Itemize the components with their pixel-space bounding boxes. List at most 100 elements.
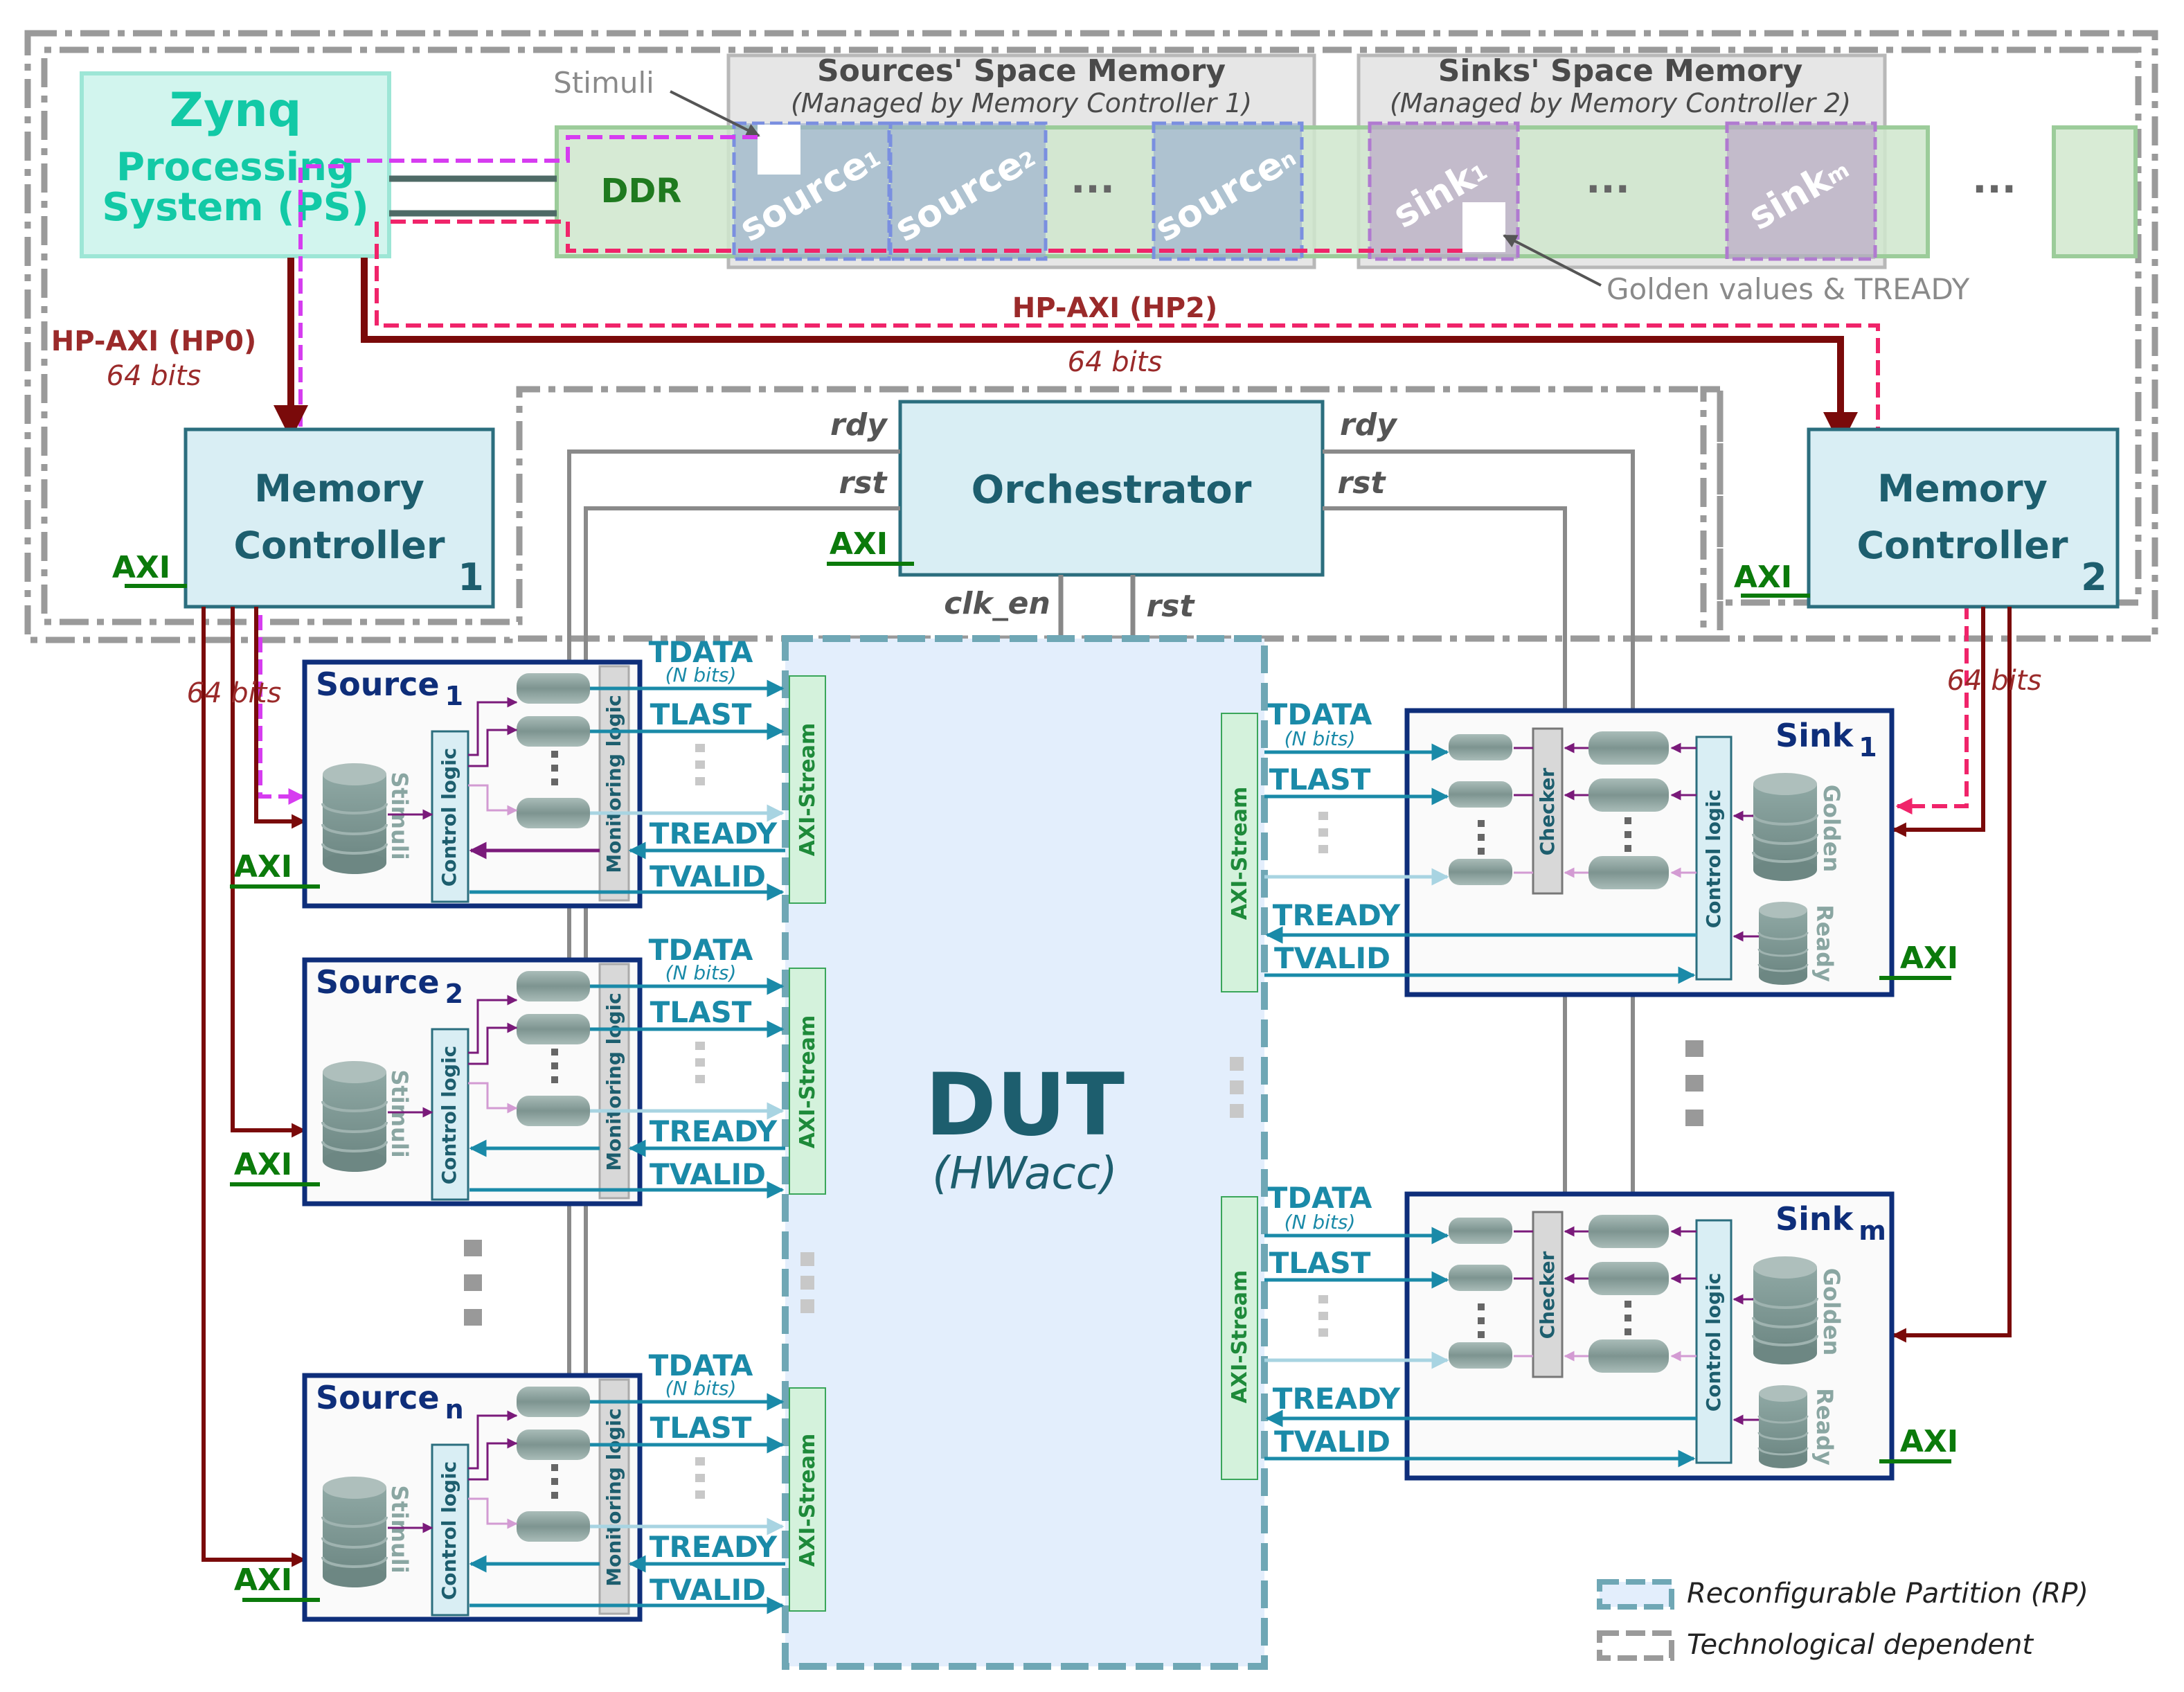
sinks-memory-subtitle: (Managed by Memory Controller 2) xyxy=(1390,88,1851,118)
mc2-line2: Controller xyxy=(1857,524,2068,567)
svg-text:(N bits): (N bits) xyxy=(665,1377,737,1400)
fifo xyxy=(517,798,590,828)
ellipsis-sinks: ... xyxy=(1586,157,1630,202)
control-logic-label: Control logic xyxy=(438,1461,460,1601)
svg-text:TVALID: TVALID xyxy=(1274,1425,1390,1459)
zynq-title: Zynq xyxy=(170,83,302,138)
monitoring-logic-label: Monitoring logic xyxy=(602,1408,625,1586)
stimuli-storage-icon xyxy=(321,1477,388,1587)
stimuli-label: Stimuli xyxy=(386,1069,413,1157)
monitoring-logic xyxy=(598,1378,630,1615)
golden-fifo xyxy=(1588,778,1669,812)
source-2-stream-signals: TDATA (N bits) TLAST TREADY TVALID AXI-S… xyxy=(469,933,826,1199)
fifo xyxy=(517,1096,590,1126)
stimuli-callout: Stimuli xyxy=(553,66,654,100)
golden-fifo xyxy=(1588,856,1669,889)
fifo xyxy=(517,1387,590,1417)
axi-label: AXI xyxy=(234,1147,292,1182)
fifo-ellipsis xyxy=(551,1049,558,1083)
golden-pointer-square xyxy=(1462,202,1505,252)
svg-text:(N bits): (N bits) xyxy=(1285,1211,1356,1234)
svg-text:TLAST: TLAST xyxy=(650,697,752,731)
axi-label: AXI xyxy=(1900,941,1958,976)
control-logic-label: Control logic xyxy=(438,748,460,887)
mc1-line1: Memory xyxy=(254,467,424,510)
orchestrator-title: Orchestrator xyxy=(972,467,1252,513)
svg-text:(N bits): (N bits) xyxy=(665,664,737,686)
source-1-stream-signals: TDATA (N bits) TLAST TREADY TVALID AXI-S… xyxy=(469,635,826,904)
sink-m-stream-signals: AXI-Stream TDATA (N bits) TLAST TREADY T… xyxy=(1221,1181,1697,1480)
svg-text:TREADY: TREADY xyxy=(650,1114,778,1148)
golden-label: Golden xyxy=(1818,1268,1845,1356)
ready-label: Ready xyxy=(1811,905,1838,982)
sink-1-stream-signals: AXI-Stream TDATA (N bits) TLAST TREADY T… xyxy=(1221,697,1697,992)
control-logic xyxy=(431,1028,469,1201)
fifo-ellipsis xyxy=(1478,820,1485,855)
svg-text:TLAST: TLAST xyxy=(1269,763,1371,796)
checker xyxy=(1532,1211,1564,1378)
svg-text:(N bits): (N bits) xyxy=(665,961,737,984)
fifo xyxy=(517,716,590,747)
svg-text:TDATA: TDATA xyxy=(649,635,753,669)
control-logic xyxy=(1695,1219,1733,1464)
monitoring-logic xyxy=(598,665,630,902)
svg-text:(N bits): (N bits) xyxy=(1285,727,1356,750)
fifo-ellipsis xyxy=(551,751,558,785)
svg-text:TVALID: TVALID xyxy=(1274,941,1390,975)
orch-axi-label: AXI xyxy=(830,526,888,562)
stimuli-label: Stimuli xyxy=(386,772,413,860)
sinks-ellipsis xyxy=(1685,1040,1703,1126)
golden-data-path xyxy=(389,220,1462,253)
fifo xyxy=(1449,734,1512,760)
mc2-axi-label: AXI xyxy=(1734,560,1792,595)
hp2-bits-label: 64 bits xyxy=(1068,346,1163,378)
svg-text:AXI-Stream: AXI-Stream xyxy=(1228,787,1252,920)
golden-storage-icon xyxy=(1752,773,1818,881)
stimuli-callout-line xyxy=(670,90,760,137)
hp0-label: HP-AXI (HP0) xyxy=(51,326,256,357)
orchestrator-block xyxy=(898,400,1325,577)
svg-text:TVALID: TVALID xyxy=(650,1157,766,1191)
fifo xyxy=(517,1511,590,1542)
svg-text:TLAST: TLAST xyxy=(650,1411,752,1445)
svg-text:TDATA: TDATA xyxy=(1268,1181,1372,1215)
golden-data-path-hp2 xyxy=(375,222,1969,814)
mc1-to-source-1 xyxy=(254,607,307,829)
zynq-line2: System (PS) xyxy=(102,185,368,230)
memory-slot-source-2 xyxy=(888,121,1048,261)
legend-tech-swatch xyxy=(1597,1630,1674,1661)
checker xyxy=(1532,727,1564,895)
stimuli-storage-icon xyxy=(321,763,388,874)
hp2-link xyxy=(361,258,1858,447)
sources-ellipsis xyxy=(464,1240,482,1326)
source-n-stream-signals: TDATA (N bits) TLAST TREADY TVALID AXI-S… xyxy=(469,1348,826,1614)
mc2-to-sink-m xyxy=(1891,607,2012,1343)
mc1-axi-label: AXI xyxy=(112,550,170,585)
orch-rst-right: rst xyxy=(1338,465,1387,501)
fifo-ellipsis xyxy=(551,1464,558,1499)
mc1-line2: Controller xyxy=(234,524,445,567)
control-to-fifo xyxy=(468,724,518,767)
checker-label: Checker xyxy=(1536,1251,1559,1339)
control-logic-label: Control logic xyxy=(1702,1273,1725,1412)
ddr-label: DDR xyxy=(601,172,682,211)
fifo xyxy=(1449,1265,1512,1291)
mc2-index: 2 xyxy=(2081,555,2107,599)
ready-label: Ready xyxy=(1811,1388,1838,1466)
ddr-extra-block xyxy=(2052,125,2138,258)
svg-text:TVALID: TVALID xyxy=(650,860,766,893)
mc1-bits-label: 64 bits xyxy=(187,677,282,709)
fifo xyxy=(1449,1218,1512,1244)
mc1-index: 1 xyxy=(458,555,484,599)
memory-controller-1 xyxy=(184,427,495,609)
memory-controller-2 xyxy=(1807,427,2120,609)
hp2-label: HP-AXI (HP2) xyxy=(1012,292,1217,324)
